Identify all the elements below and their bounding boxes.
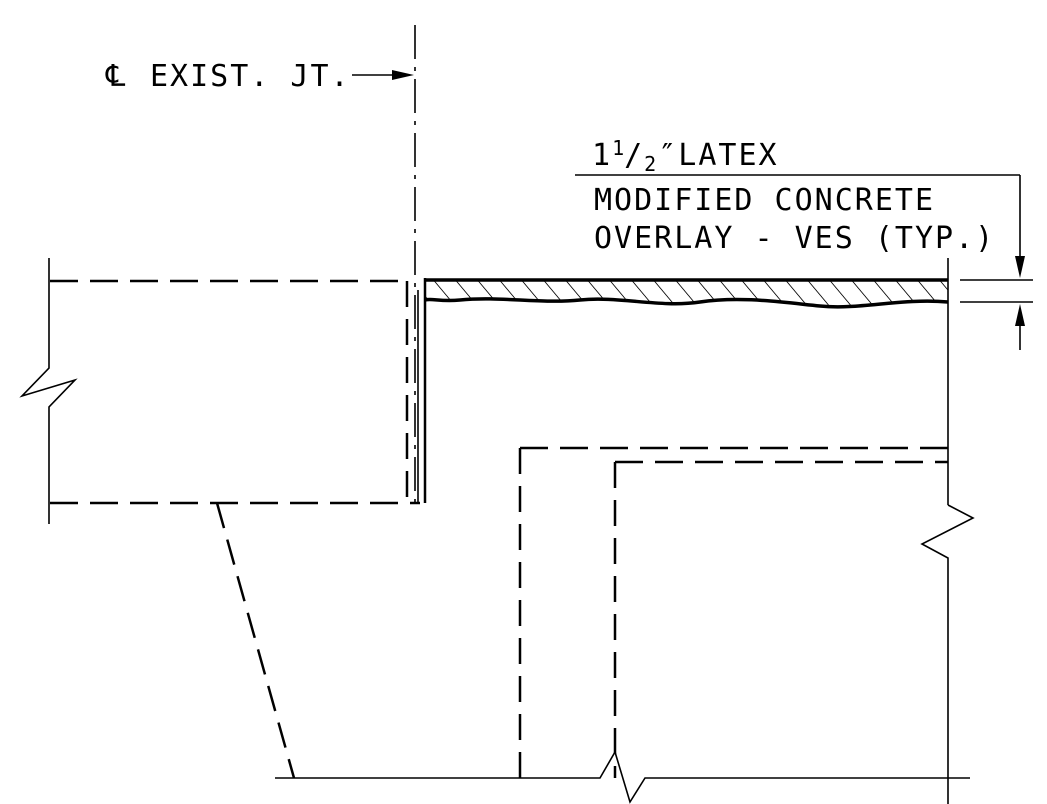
overlay-thickness-num: 1 xyxy=(612,136,626,160)
latex-overlay-layer xyxy=(424,278,949,309)
centerline-label: EXIST. JT. xyxy=(150,59,351,94)
overlay-thickness-whole: 1 xyxy=(592,138,612,173)
beam-outline xyxy=(518,446,948,778)
overlay-label-line1: ″LATEX xyxy=(658,138,778,173)
fraction-slash: / xyxy=(624,138,644,173)
left-deck-slab xyxy=(50,279,420,505)
bottom-break-line xyxy=(275,749,970,804)
overlay-label-line2: MODIFIED CONCRETE xyxy=(594,183,935,218)
centerline-leader xyxy=(352,70,414,80)
overlay-thickness-dimension xyxy=(960,175,1033,350)
right-break-line xyxy=(920,504,975,804)
overlay-thickness-den: 2 xyxy=(644,152,658,176)
centerline-symbol: ℄ xyxy=(105,59,127,94)
svg-text:11/2″LATEX: 11/2″LATEX xyxy=(592,136,779,176)
overlay-note: 11/2″LATEX MODIFIED CONCRETE OVERLAY - V… xyxy=(575,136,1020,256)
abutment-slope-line xyxy=(215,502,296,779)
right-deck-slab xyxy=(417,278,427,503)
overlay-label-line3: OVERLAY - VES (TYP.) xyxy=(594,221,995,256)
left-break-line xyxy=(19,258,78,524)
